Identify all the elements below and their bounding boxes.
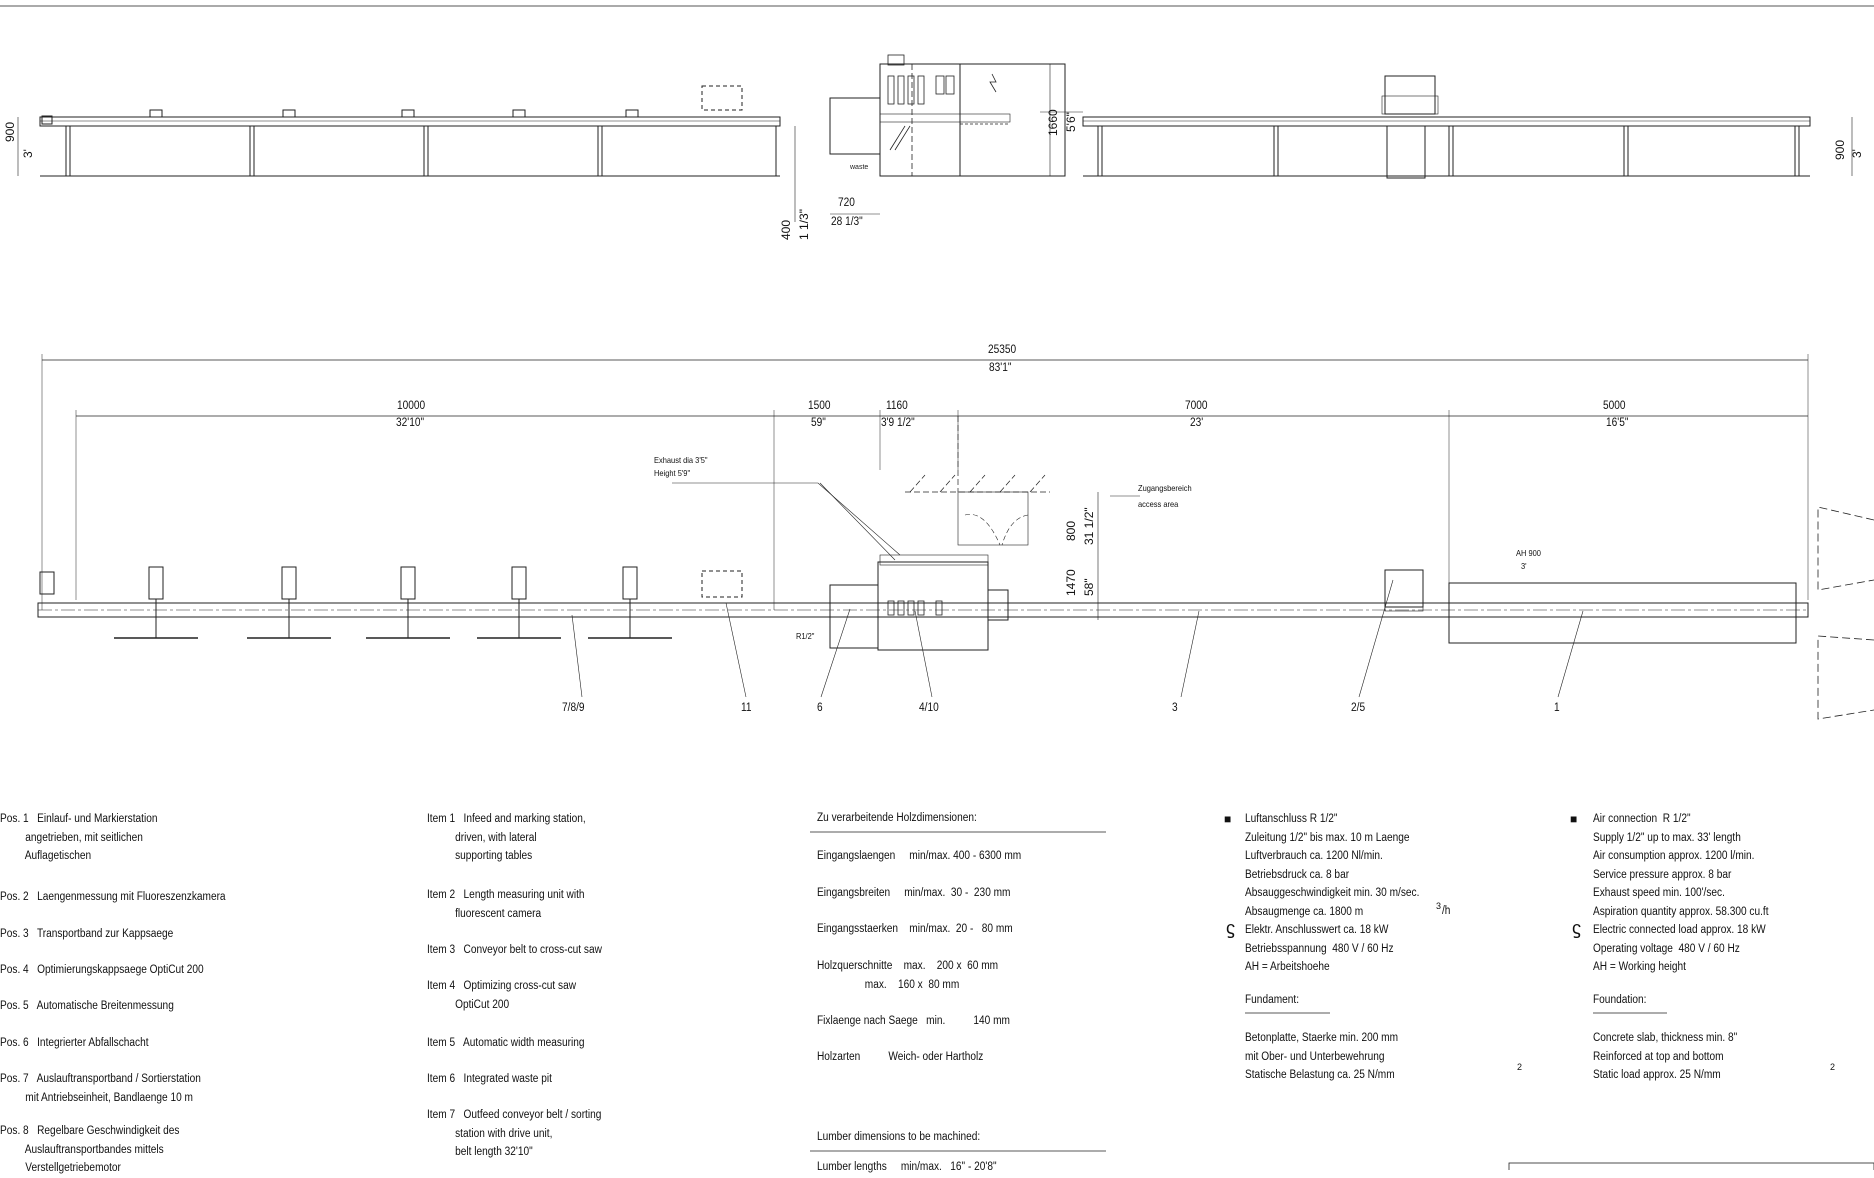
dim-seg1-ft: 32'10" — [396, 417, 425, 429]
dim-seg3-ft: 3'9 1/2" — [881, 417, 915, 429]
dim-height-left-in: 3' — [21, 149, 35, 158]
legend-de-item: Pos. 4 Optimierungskappsaege OptiCut 200 — [0, 964, 204, 976]
dim-machine-depth-in: 58" — [1082, 578, 1096, 596]
dim-height-right-in: 3' — [1850, 149, 1864, 158]
dimensions-row: Eingangslaengen min/max. 400 - 6300 mm — [817, 850, 1022, 862]
pos-label-3: 3 — [1172, 702, 1178, 714]
utilities-de-per-h: /h — [1442, 905, 1451, 917]
ah-label: AH 900 — [1516, 548, 1541, 558]
pos-label-4-10: 4/10 — [919, 702, 939, 714]
utilities-en-text: Air connection R 1/2" Supply 1/2" up to … — [1593, 813, 1769, 973]
pos-label-2-5: 2/5 — [1351, 702, 1366, 714]
ah-inch-label: 3' — [1521, 561, 1527, 571]
marking-station — [622, 566, 638, 600]
dim-seg1-mm: 10000 — [397, 400, 426, 412]
dimensions-row: Holzarten Weich- oder Hartholz — [817, 1051, 984, 1063]
legend-de-item: Pos. 6 Integrierter Abfallschacht — [0, 1037, 149, 1049]
dimensions-title-en: Lumber dimensions to be machined: — [817, 1131, 981, 1143]
legend-de-item: Pos. 2 Laengenmessung mit Fluoreszenzkam… — [0, 891, 226, 903]
dimensions-title-de: Zu verarbeitende Holzdimensionen: — [817, 812, 977, 824]
dim-pit-width-mm: 720 — [838, 197, 855, 209]
legend-en-item: Item 1 Infeed and marking station, drive… — [427, 813, 586, 862]
marking-station — [148, 566, 164, 600]
dimensions-cut-row: Lumber lengths min/max. 16" - 20'8" — [817, 1161, 997, 1173]
utilities-de-sup: 3 — [1436, 901, 1442, 911]
dim-height-machine-in: 5'6" — [1064, 112, 1078, 132]
dimensions-row: Eingangsstaerken min/max. 20 - 80 mm — [817, 923, 1013, 935]
lightning-en-icon: ϛ — [1572, 918, 1581, 938]
dimensions-row: Eingangsbreiten min/max. 30 - 230 mm — [817, 887, 1011, 899]
marking-station — [511, 566, 527, 600]
marking-station — [281, 566, 297, 600]
dim-height-left-mm: 900 — [3, 121, 17, 142]
dim-pit-depth-in: 1 1/3" — [797, 209, 811, 240]
exhaust-label: Exhaust dia 3'5" — [654, 455, 708, 465]
dim-total-mm: 25350 — [988, 344, 1017, 356]
access-area-en: access area — [1138, 499, 1179, 509]
dim-access-mm: 800 — [1064, 520, 1078, 541]
legend-en-item: Item 6 Integrated waste pit — [427, 1073, 552, 1085]
legend-de-item: Pos. 7 Auslauftransportband / Sortiersta… — [0, 1073, 201, 1104]
dim-machine-depth-mm: 1470 — [1064, 569, 1078, 596]
legend-en-item: Item 3 Conveyor belt to cross-cut saw — [427, 944, 602, 956]
plan-view — [37, 354, 1874, 720]
pos-label-1: 1 — [1554, 702, 1560, 714]
marking-station — [400, 566, 416, 600]
foundation-de-title: Fundament: — [1245, 994, 1300, 1006]
foundation-en-title: Foundation: — [1593, 994, 1647, 1006]
foundation-de-sup: 2 — [1517, 1062, 1523, 1072]
dimensions-row: Holzquerschnitte max. 200 x 60 mm max. 1… — [817, 960, 999, 991]
dim-pit-width-in: 28 1/3" — [831, 216, 863, 228]
dim-seg5-ft: 16'5" — [1606, 417, 1629, 429]
dim-pit-depth-mm: 400 — [779, 219, 793, 240]
dim-access-in: 31 1/2" — [1082, 507, 1096, 545]
dim-seg5-mm: 5000 — [1603, 400, 1626, 412]
dim-height-machine-mm: 1660 — [1046, 109, 1060, 136]
lightning-icon: ϛ — [1226, 918, 1235, 938]
legend-en-item: Item 5 Automatic width measuring — [427, 1037, 585, 1049]
dimensions-row: Fixlaenge nach Saege min. 140 mm — [817, 1015, 1010, 1027]
pos-label-7-8-9: 7/8/9 — [562, 702, 585, 714]
access-area-de: Zugangsbereich — [1138, 483, 1192, 493]
dim-seg4-mm: 7000 — [1185, 400, 1208, 412]
legend-de-item: Pos. 8 Regelbare Geschwindigkeit des Aus… — [0, 1125, 180, 1174]
air-connection-en-icon: ■ — [1570, 812, 1578, 826]
exhaust-height-label: Height 5'9" — [654, 468, 691, 478]
legend-en-item: Item 2 Length measuring unit with fluore… — [427, 889, 585, 920]
utilities-de-text: Luftanschluss R 1/2" Zuleitung 1/2" bis … — [1245, 813, 1420, 973]
pos-label-11: 11 — [741, 702, 752, 714]
svg-text:waste: waste — [849, 164, 868, 171]
dim-seg4-ft: 23' — [1190, 417, 1204, 429]
dim-total-ft: 83'1" — [989, 362, 1012, 374]
air-connection-icon: ■ — [1224, 812, 1232, 826]
dim-height-right-mm: 900 — [1833, 139, 1847, 160]
dim-seg2-mm: 1500 — [808, 400, 831, 412]
foundation-de-text: Betonplatte, Staerke min. 200 mm mit Obe… — [1245, 1032, 1399, 1081]
legend-de-item: Pos. 3 Transportband zur Kappsaege — [0, 928, 174, 940]
legend-de-item: Pos. 1 Einlauf- und Markierstation anget… — [0, 813, 158, 862]
pos-label-6: 6 — [817, 702, 823, 714]
legend-en-item: Item 4 Optimizing cross-cut saw OptiCut … — [427, 980, 577, 1011]
dim-seg3-mm: 1160 — [886, 400, 908, 412]
elevation-view: waste — [17, 54, 1853, 222]
legend-en-item: Item 7 Outfeed conveyor belt / sorting s… — [427, 1109, 602, 1158]
legend-de-item: Pos. 5 Automatische Breitenmessung — [0, 1000, 174, 1012]
air-inlet-label: R1/2" — [796, 631, 815, 641]
dim-seg2-ft: 59" — [811, 417, 826, 429]
foundation-en-text: Concrete slab, thickness min. 8" Reinfor… — [1593, 1032, 1738, 1081]
foundation-en-sup: 2 — [1830, 1062, 1836, 1072]
